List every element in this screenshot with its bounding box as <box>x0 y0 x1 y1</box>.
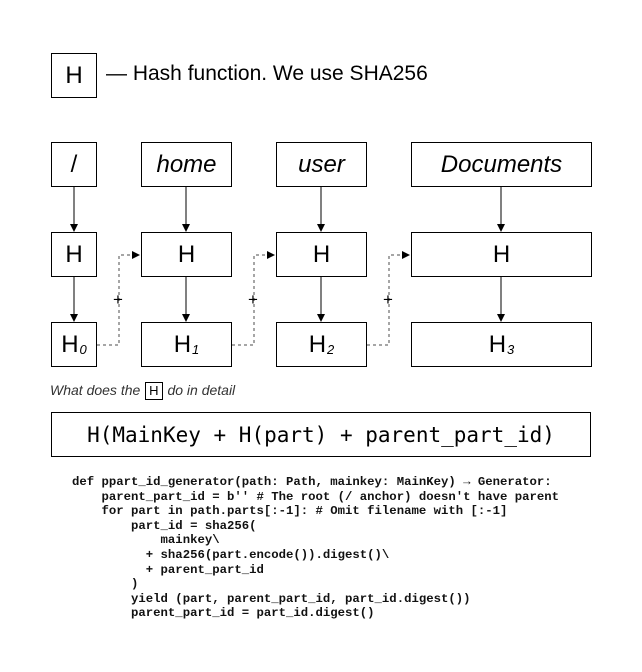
hash-formula: H(MainKey + H(part) + parent_part_id) <box>87 422 555 447</box>
plus-sign-2: + <box>383 290 393 309</box>
question-before: What does the <box>50 382 141 398</box>
path-part-label: / <box>70 150 78 178</box>
detail-question: What does the H do in detail <box>50 382 236 401</box>
path-part-root: / <box>51 142 97 187</box>
output-main: H <box>61 330 79 358</box>
hash-box-0: H <box>51 232 97 277</box>
code-line: for part in path.parts[:-1]: # Omit file… <box>72 504 508 519</box>
output-subscript: 0 <box>79 342 87 357</box>
feedback-connector-2 <box>367 251 410 346</box>
code-line: parent_part_id = part_id.digest() <box>72 606 375 621</box>
code-line: mainkey\ <box>72 533 220 548</box>
output-subscript: 1 <box>192 342 200 357</box>
output-main: H <box>488 330 507 358</box>
legend-hash-box: H <box>51 53 97 98</box>
legend-description: — Hash function. We use SHA256 <box>106 62 428 85</box>
path-part-label: home <box>156 150 217 178</box>
output-subscript: 3 <box>507 342 515 357</box>
hash-formula-box: H(MainKey + H(part) + parent_part_id) <box>51 412 591 457</box>
hash-box-2: H <box>276 232 367 277</box>
hash-label: H <box>65 240 83 268</box>
path-part-user: user <box>276 142 367 187</box>
hash-label: H <box>492 240 511 268</box>
code-line: part_id = sha256( <box>72 518 257 533</box>
output-main: H <box>173 330 192 358</box>
plus-sign-1: + <box>248 290 258 309</box>
output-subscript: 2 <box>327 342 335 357</box>
path-part-home: home <box>141 142 232 187</box>
path-part-documents: Documents <box>411 142 592 187</box>
code-line: yield (part, parent_part_id, part_id.dig… <box>72 591 471 606</box>
hash-label: H <box>177 240 196 268</box>
code-line: def ppart_id_generator(path: Path, maink… <box>72 475 552 489</box>
legend-hash-symbol: H <box>65 61 83 89</box>
hash-box-3: H <box>411 232 592 277</box>
code-block: def ppart_id_generator(path: Path, maink… <box>72 475 559 621</box>
code-line: + sha256(part.encode()).digest()\ <box>72 547 390 562</box>
plus-sign-0: + <box>113 290 123 309</box>
path-part-label: user <box>298 150 345 178</box>
hash-box-1: H <box>141 232 232 277</box>
question-after: do in detail <box>167 382 236 398</box>
feedback-connector-1 <box>232 251 275 346</box>
output-main: H <box>308 330 327 358</box>
hash-label: H <box>312 240 331 268</box>
feedback-connector-0 <box>97 251 140 346</box>
code-line: + parent_part_id <box>72 562 264 577</box>
code-line: ) <box>72 577 139 592</box>
path-part-label: Documents <box>440 150 563 178</box>
question-hash-symbol: H <box>145 382 163 401</box>
code-line: parent_part_id = b'' # The root (/ ancho… <box>72 489 560 504</box>
